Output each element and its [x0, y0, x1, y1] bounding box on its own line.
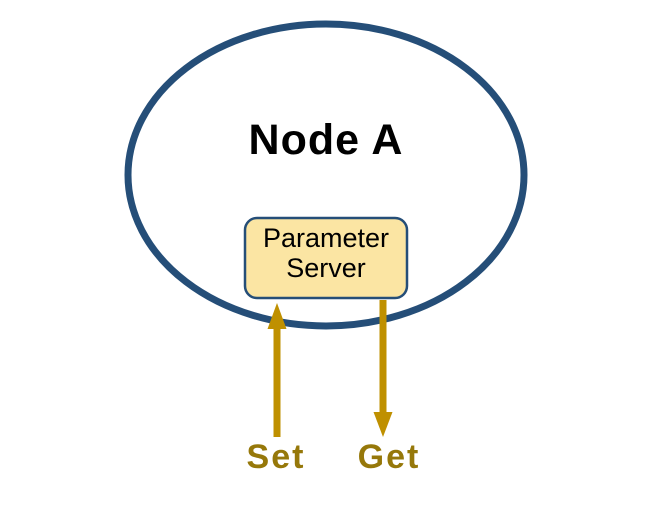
set-label: Set [246, 438, 306, 476]
parameter-server-label-line2: Server [286, 252, 366, 283]
get-label: Get [357, 438, 421, 476]
node-a-ellipse [124, 20, 528, 330]
node-title: Node A [248, 116, 404, 164]
set-arrow-head-icon [267, 303, 287, 329]
parameter-server-label-line1: Parameter [262, 223, 390, 253]
parameter-server-box [243, 216, 409, 300]
get-arrow [373, 300, 393, 437]
parameter-server-label: Parameter Server [245, 223, 407, 283]
get-arrow-head-icon [373, 412, 393, 437]
set-arrow [267, 303, 287, 437]
